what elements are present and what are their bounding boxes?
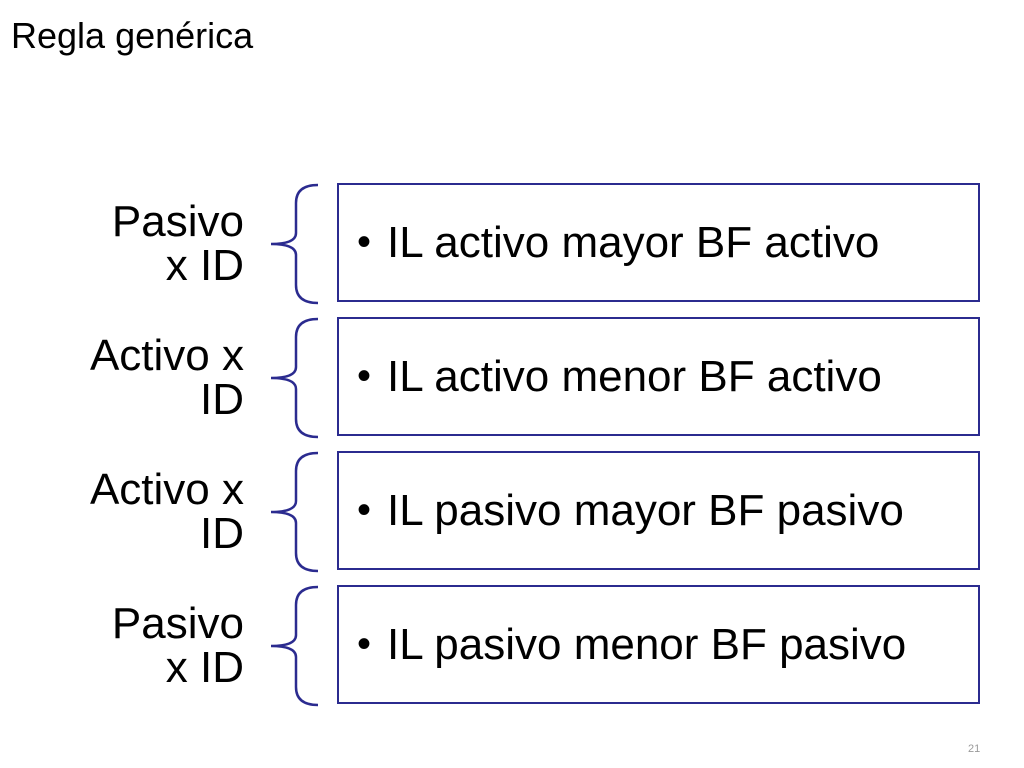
- bullet: •: [357, 622, 372, 666]
- rule-row: Activo x ID • IL pasivo mayor BF pasivo: [0, 451, 1024, 573]
- rule-box: • IL activo mayor BF activo: [337, 183, 980, 302]
- row-label: Activo x ID: [14, 317, 244, 439]
- row-label-line1: Pasivo: [111, 197, 244, 246]
- row-label-line2: x ID: [165, 643, 244, 692]
- bullet: •: [357, 220, 372, 264]
- rule-text: IL pasivo mayor BF pasivo: [387, 485, 904, 535]
- rule-row: Pasivo x ID • IL activo mayor BF activo: [0, 183, 1024, 305]
- rule-text: IL activo menor BF activo: [387, 351, 882, 401]
- bullet: •: [357, 354, 372, 398]
- rule-box: • IL pasivo mayor BF pasivo: [337, 451, 980, 570]
- rule-row: Pasivo x ID • IL pasivo menor BF pasivo: [0, 585, 1024, 707]
- rule-row: Activo x ID • IL activo menor BF activo: [0, 317, 1024, 439]
- row-label-line2: x ID: [165, 241, 244, 290]
- brace-icon: [270, 585, 319, 707]
- brace-icon: [270, 451, 319, 573]
- rule-box: • IL pasivo menor BF pasivo: [337, 585, 980, 704]
- row-label-line1: Activo x: [89, 465, 244, 514]
- bullet: •: [357, 488, 372, 532]
- slide-title: Regla genérica: [11, 15, 254, 56]
- row-label: Activo x ID: [14, 451, 244, 573]
- row-label: Pasivo x ID: [14, 585, 244, 707]
- row-label-line1: Pasivo: [111, 599, 244, 648]
- row-label-line1: Activo x: [89, 331, 244, 380]
- slide-number: 21: [968, 743, 981, 755]
- row-label-line2: ID: [200, 375, 244, 424]
- row-label: Pasivo x ID: [14, 183, 244, 305]
- rule-box: • IL activo menor BF activo: [337, 317, 980, 436]
- rule-text: IL activo mayor BF activo: [387, 217, 880, 267]
- row-label-line2: ID: [200, 509, 244, 558]
- brace-icon: [270, 317, 319, 439]
- rule-text: IL pasivo menor BF pasivo: [387, 619, 907, 669]
- brace-icon: [270, 183, 319, 305]
